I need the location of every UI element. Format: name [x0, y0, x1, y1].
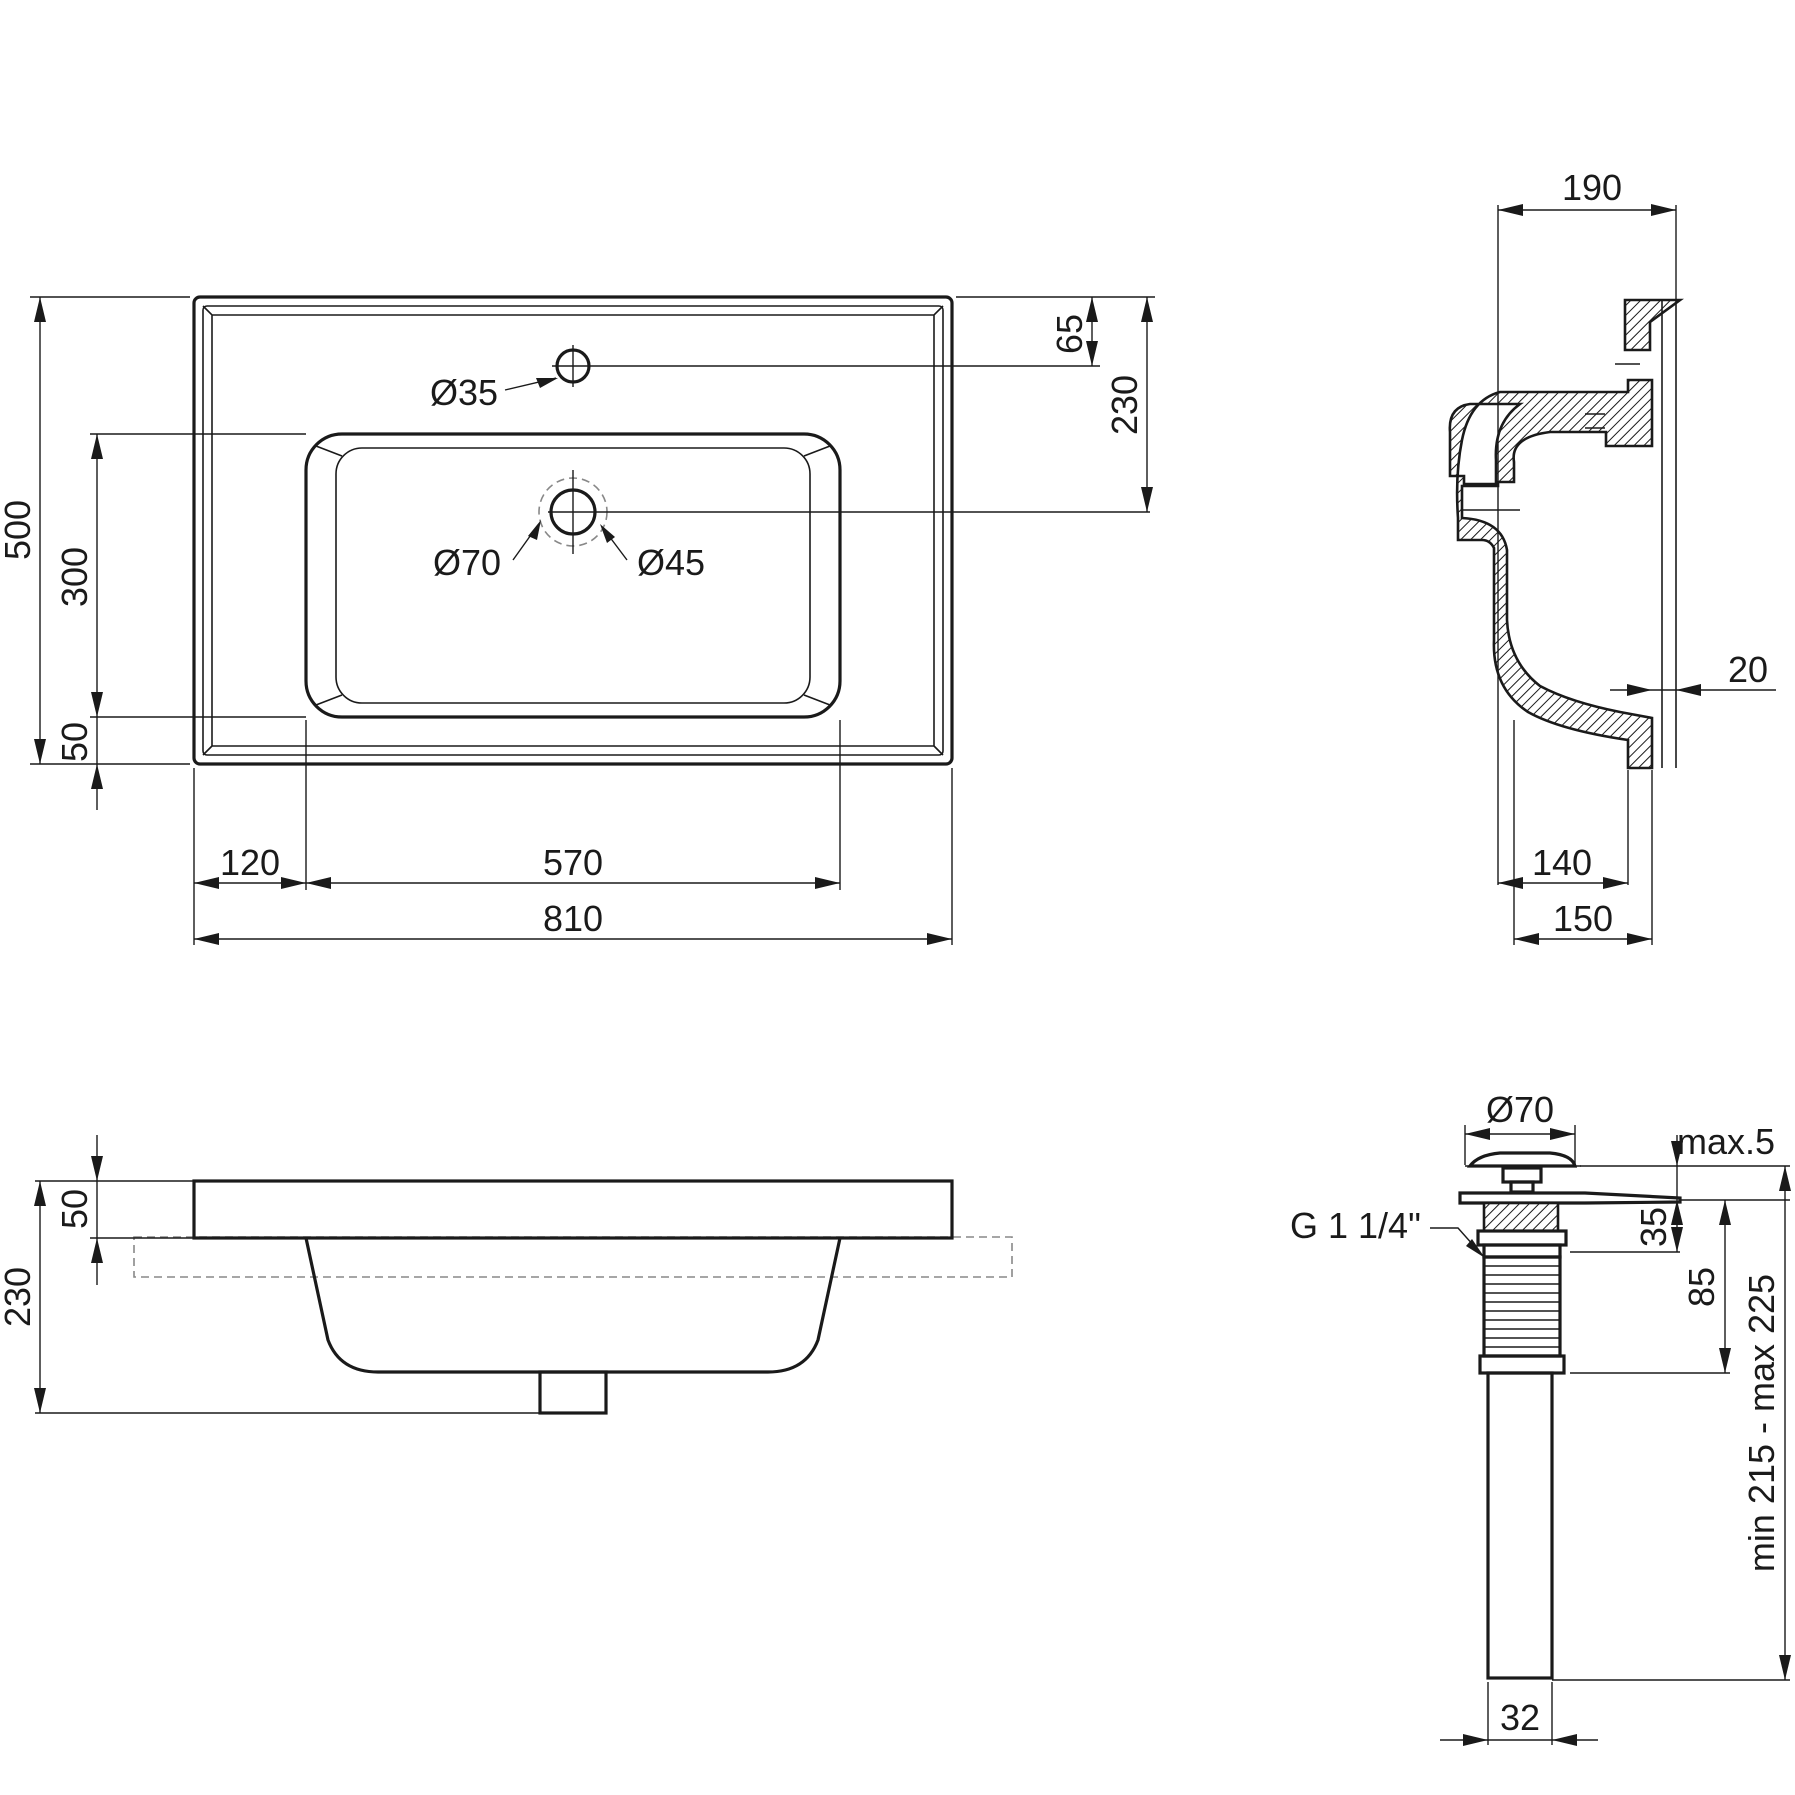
- drain-85: 85: [1681, 1267, 1722, 1307]
- dim-120: 120: [220, 842, 280, 883]
- cabinet-outline-hidden: [133, 1236, 1013, 1278]
- drain-cap: [1466, 1151, 1578, 1168]
- drain-thread-label: G 1 1/4": [1290, 1205, 1421, 1246]
- dim-50-front: 50: [54, 1189, 95, 1229]
- thread-lines: [1484, 1265, 1560, 1348]
- drain-tailpiece: [1486, 1371, 1554, 1680]
- dim-230-front: 230: [0, 1267, 38, 1327]
- front-drain-stub: [538, 1370, 608, 1415]
- top-view: Ø35 Ø70 Ø45 65 230 500 300 50 120 570 81…: [0, 295, 1155, 945]
- front-bowl: [304, 1237, 842, 1374]
- bowl-outline: [304, 432, 842, 719]
- dim-570: 570: [543, 842, 603, 883]
- dim-500: 500: [0, 500, 38, 560]
- dim-50-top: 50: [54, 722, 95, 762]
- dim-65: 65: [1049, 314, 1090, 354]
- bowl-inner: [335, 447, 811, 704]
- side-section-view: 190 20 140 150: [1448, 167, 1776, 945]
- dim-230-top: 230: [1104, 375, 1145, 435]
- dim-140: 140: [1532, 842, 1592, 883]
- drain-detail: Ø70 max.5 35 85 min 215 - max 225 G 1 1/…: [1290, 1089, 1791, 1746]
- front-top-slab: [192, 1179, 954, 1240]
- front-view: 50 230: [0, 1135, 1013, 1415]
- dim-300: 300: [54, 547, 95, 607]
- drain-35: 35: [1633, 1207, 1674, 1247]
- drain-thread: [1482, 1255, 1562, 1358]
- drain-body: [1482, 1201, 1560, 1233]
- rim-section-top: [1623, 298, 1684, 352]
- dim-810: 810: [543, 898, 603, 939]
- basin-outline: [192, 295, 954, 766]
- drain-hole-label: Ø45: [637, 542, 705, 583]
- basin-rim-bevel: [202, 305, 944, 756]
- drain-max5: max.5: [1677, 1121, 1775, 1162]
- basin-rim-inner: [202, 305, 944, 756]
- drain-d70: Ø70: [1486, 1089, 1554, 1130]
- drain-32: 32: [1500, 1697, 1540, 1738]
- drain-flange: [1458, 1191, 1682, 1205]
- drain-outer-label: Ø70: [433, 542, 501, 583]
- dim-150: 150: [1553, 898, 1613, 939]
- drain-range: min 215 - max 225: [1741, 1274, 1782, 1572]
- dim-20: 20: [1728, 649, 1768, 690]
- basin-section-body: [1448, 378, 1654, 770]
- dim-190: 190: [1562, 167, 1622, 208]
- bowl-corner-lines: [315, 445, 831, 706]
- tap-hole-label: Ø35: [430, 372, 498, 413]
